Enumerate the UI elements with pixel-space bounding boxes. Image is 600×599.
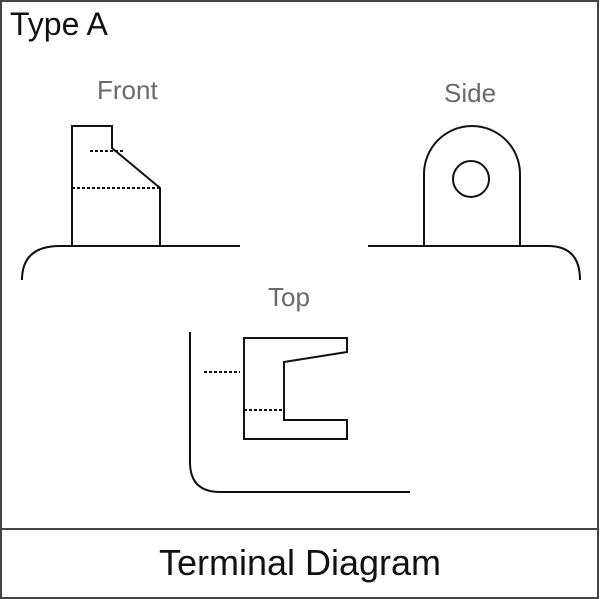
top-terminal-outline bbox=[243, 337, 348, 440]
front-view-label: Front bbox=[97, 75, 158, 105]
footer-title: Terminal Diagram bbox=[158, 542, 442, 583]
front-terminal-outline bbox=[71, 125, 161, 246]
top-view-label: Top bbox=[268, 282, 310, 312]
side-view-label: Side bbox=[444, 78, 497, 108]
side-terminal-outline bbox=[423, 125, 521, 246]
front-base-surface bbox=[21, 245, 240, 281]
side-terminal-hole bbox=[452, 160, 490, 198]
side-view-drawing bbox=[368, 125, 581, 281]
top-base-surface bbox=[189, 332, 410, 493]
front-view-drawing bbox=[21, 125, 240, 281]
side-base-surface bbox=[368, 245, 581, 281]
type-label: Type A bbox=[10, 6, 108, 42]
top-view-drawing bbox=[189, 332, 410, 493]
